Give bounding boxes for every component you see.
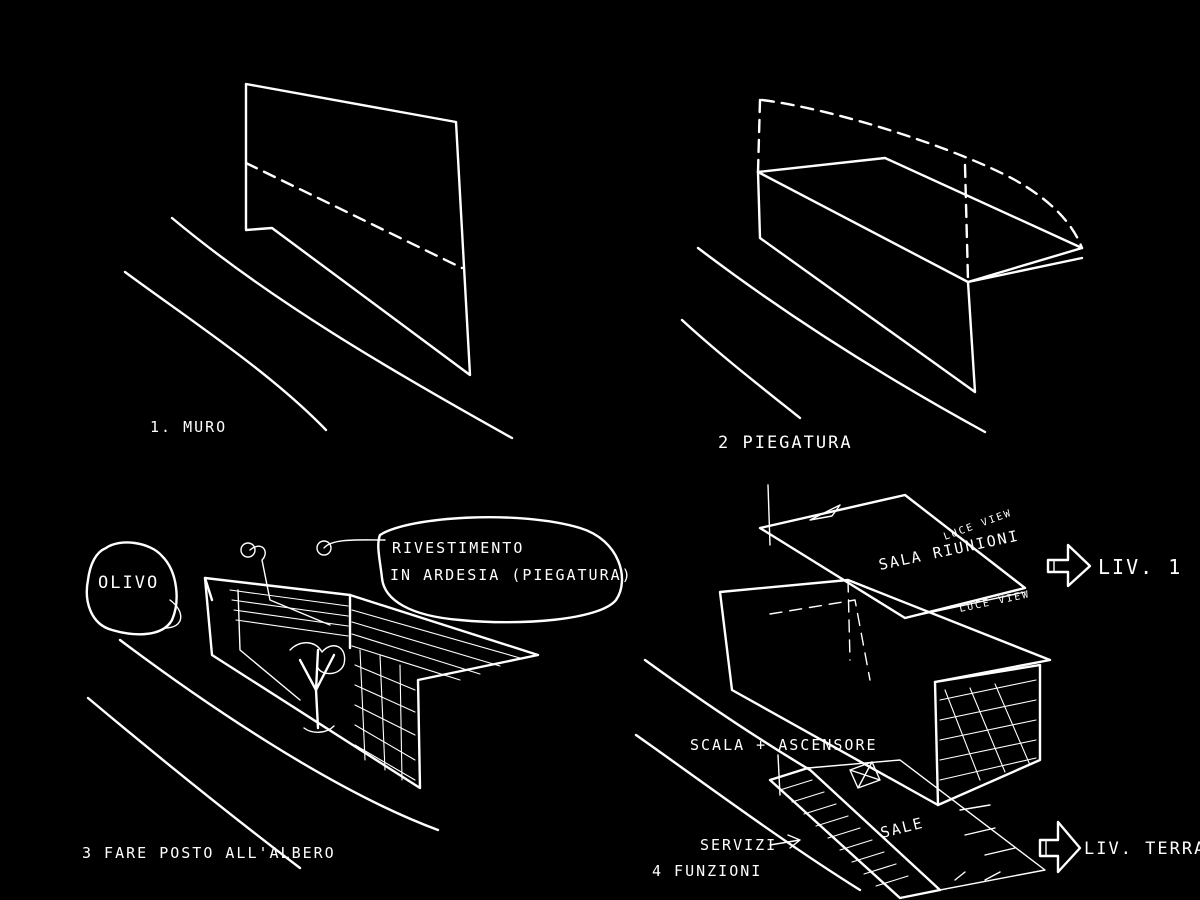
panel-4-level-ground-label: LIV. TERRA bbox=[1084, 839, 1200, 859]
panel-4-upper-slab bbox=[758, 493, 1027, 620]
panel-4-elevator-box bbox=[849, 761, 881, 789]
panel-4-upper-arrow bbox=[809, 504, 841, 521]
panel-4-level-1-arrow-icon bbox=[1046, 543, 1092, 588]
panel-3-tree-niche: OLIVO RIVESTIMENTO IN ARDESIA (PIEGATURA… bbox=[82, 516, 633, 870]
panel-1-ground-line-outer bbox=[123, 270, 328, 432]
panel-3-inner-front bbox=[237, 589, 301, 701]
panel-3-callout-cladding-text-1: RIVESTIMENTO bbox=[392, 539, 524, 557]
panel-2-original-wall-dashed bbox=[756, 98, 1084, 250]
panel-4-upper-slab-edge bbox=[904, 591, 1026, 619]
panel-3-callout-olive: OLIVO bbox=[85, 541, 182, 636]
panel-3-ground-line-outer bbox=[86, 696, 302, 870]
panel-1-wall-outline bbox=[244, 82, 472, 377]
panel-4-plan-outline bbox=[807, 759, 1046, 891]
panel-4-level-1-label: LIV. 1 bbox=[1098, 555, 1182, 579]
panel-4-level-1-marker: LIV. 1 bbox=[1046, 543, 1182, 588]
panel-4-ground-line-outer bbox=[634, 733, 862, 892]
panel-4-hall-label: SALE bbox=[879, 814, 926, 842]
panel-4-levels: SALA RIUNIONI LUCE VIEW LUCE VIEW SCALA … bbox=[634, 484, 1200, 900]
panel-1-label: 1. MURO bbox=[150, 418, 227, 436]
panel-3-roof-fold bbox=[203, 576, 352, 650]
panel-2-folded-wall: 2 PIEGATURA bbox=[680, 98, 1084, 453]
panel-1-wall-fold-line bbox=[244, 161, 464, 270]
panel-2-ground-line-inner bbox=[696, 246, 987, 434]
panel-4-front-hatching bbox=[939, 679, 1037, 781]
panel-4-services-label: SERVIZI bbox=[700, 836, 777, 854]
panel-4-functions-label: 4 FUNZIONI bbox=[652, 862, 762, 880]
panel-1-ground-line-inner bbox=[170, 216, 514, 440]
panel-2-ground-line-outer bbox=[680, 318, 802, 420]
panel-4-vertical-axis bbox=[767, 484, 771, 546]
panel-4-note-bottom: LUCE VIEW bbox=[958, 589, 1031, 615]
panel-2-label: 2 PIEGATURA bbox=[718, 433, 853, 453]
panel-4-lower-box-back bbox=[769, 579, 871, 681]
panel-2-slab-edge bbox=[966, 256, 1084, 284]
panel-1-wall: 1. MURO bbox=[123, 82, 514, 440]
panel-3-olive-tree bbox=[289, 642, 346, 733]
panel-3-callout-cladding: RIVESTIMENTO IN ARDESIA (PIEGATURA) bbox=[240, 516, 633, 626]
panel-2-vertical-face bbox=[756, 170, 977, 394]
panel-3-callout-olive-text: OLIVO bbox=[98, 573, 159, 593]
panel-4-stair-leader bbox=[777, 754, 781, 796]
panel-4-level-ground-arrow-icon bbox=[1038, 820, 1082, 874]
panel-3-volume-outline bbox=[203, 576, 540, 790]
panel-4-services-arrow bbox=[769, 834, 801, 849]
panel-2-folded-slab bbox=[756, 156, 1084, 284]
panel-4-plan-arrows bbox=[954, 804, 1016, 881]
panel-2-fold-hinge-dashed bbox=[963, 163, 970, 282]
panel-3-callout-cladding-text-2: IN ARDESIA (PIEGATURA) bbox=[390, 566, 633, 584]
panel-3-label: 3 FARE POSTO ALL'ALBERO bbox=[82, 844, 336, 862]
panel-3-ground-line-inner bbox=[118, 638, 440, 832]
panel-4-stair-label: SCALA + ASCENSORE bbox=[690, 736, 878, 754]
panel-4-lower-box-edge bbox=[933, 663, 1042, 807]
panel-4-ground-line-inner bbox=[643, 658, 812, 772]
panel-4-stair-hatch bbox=[779, 779, 909, 887]
panel-3-slate-hatching bbox=[229, 589, 521, 781]
panel-4-level-ground-marker: LIV. TERRA bbox=[1038, 820, 1200, 874]
